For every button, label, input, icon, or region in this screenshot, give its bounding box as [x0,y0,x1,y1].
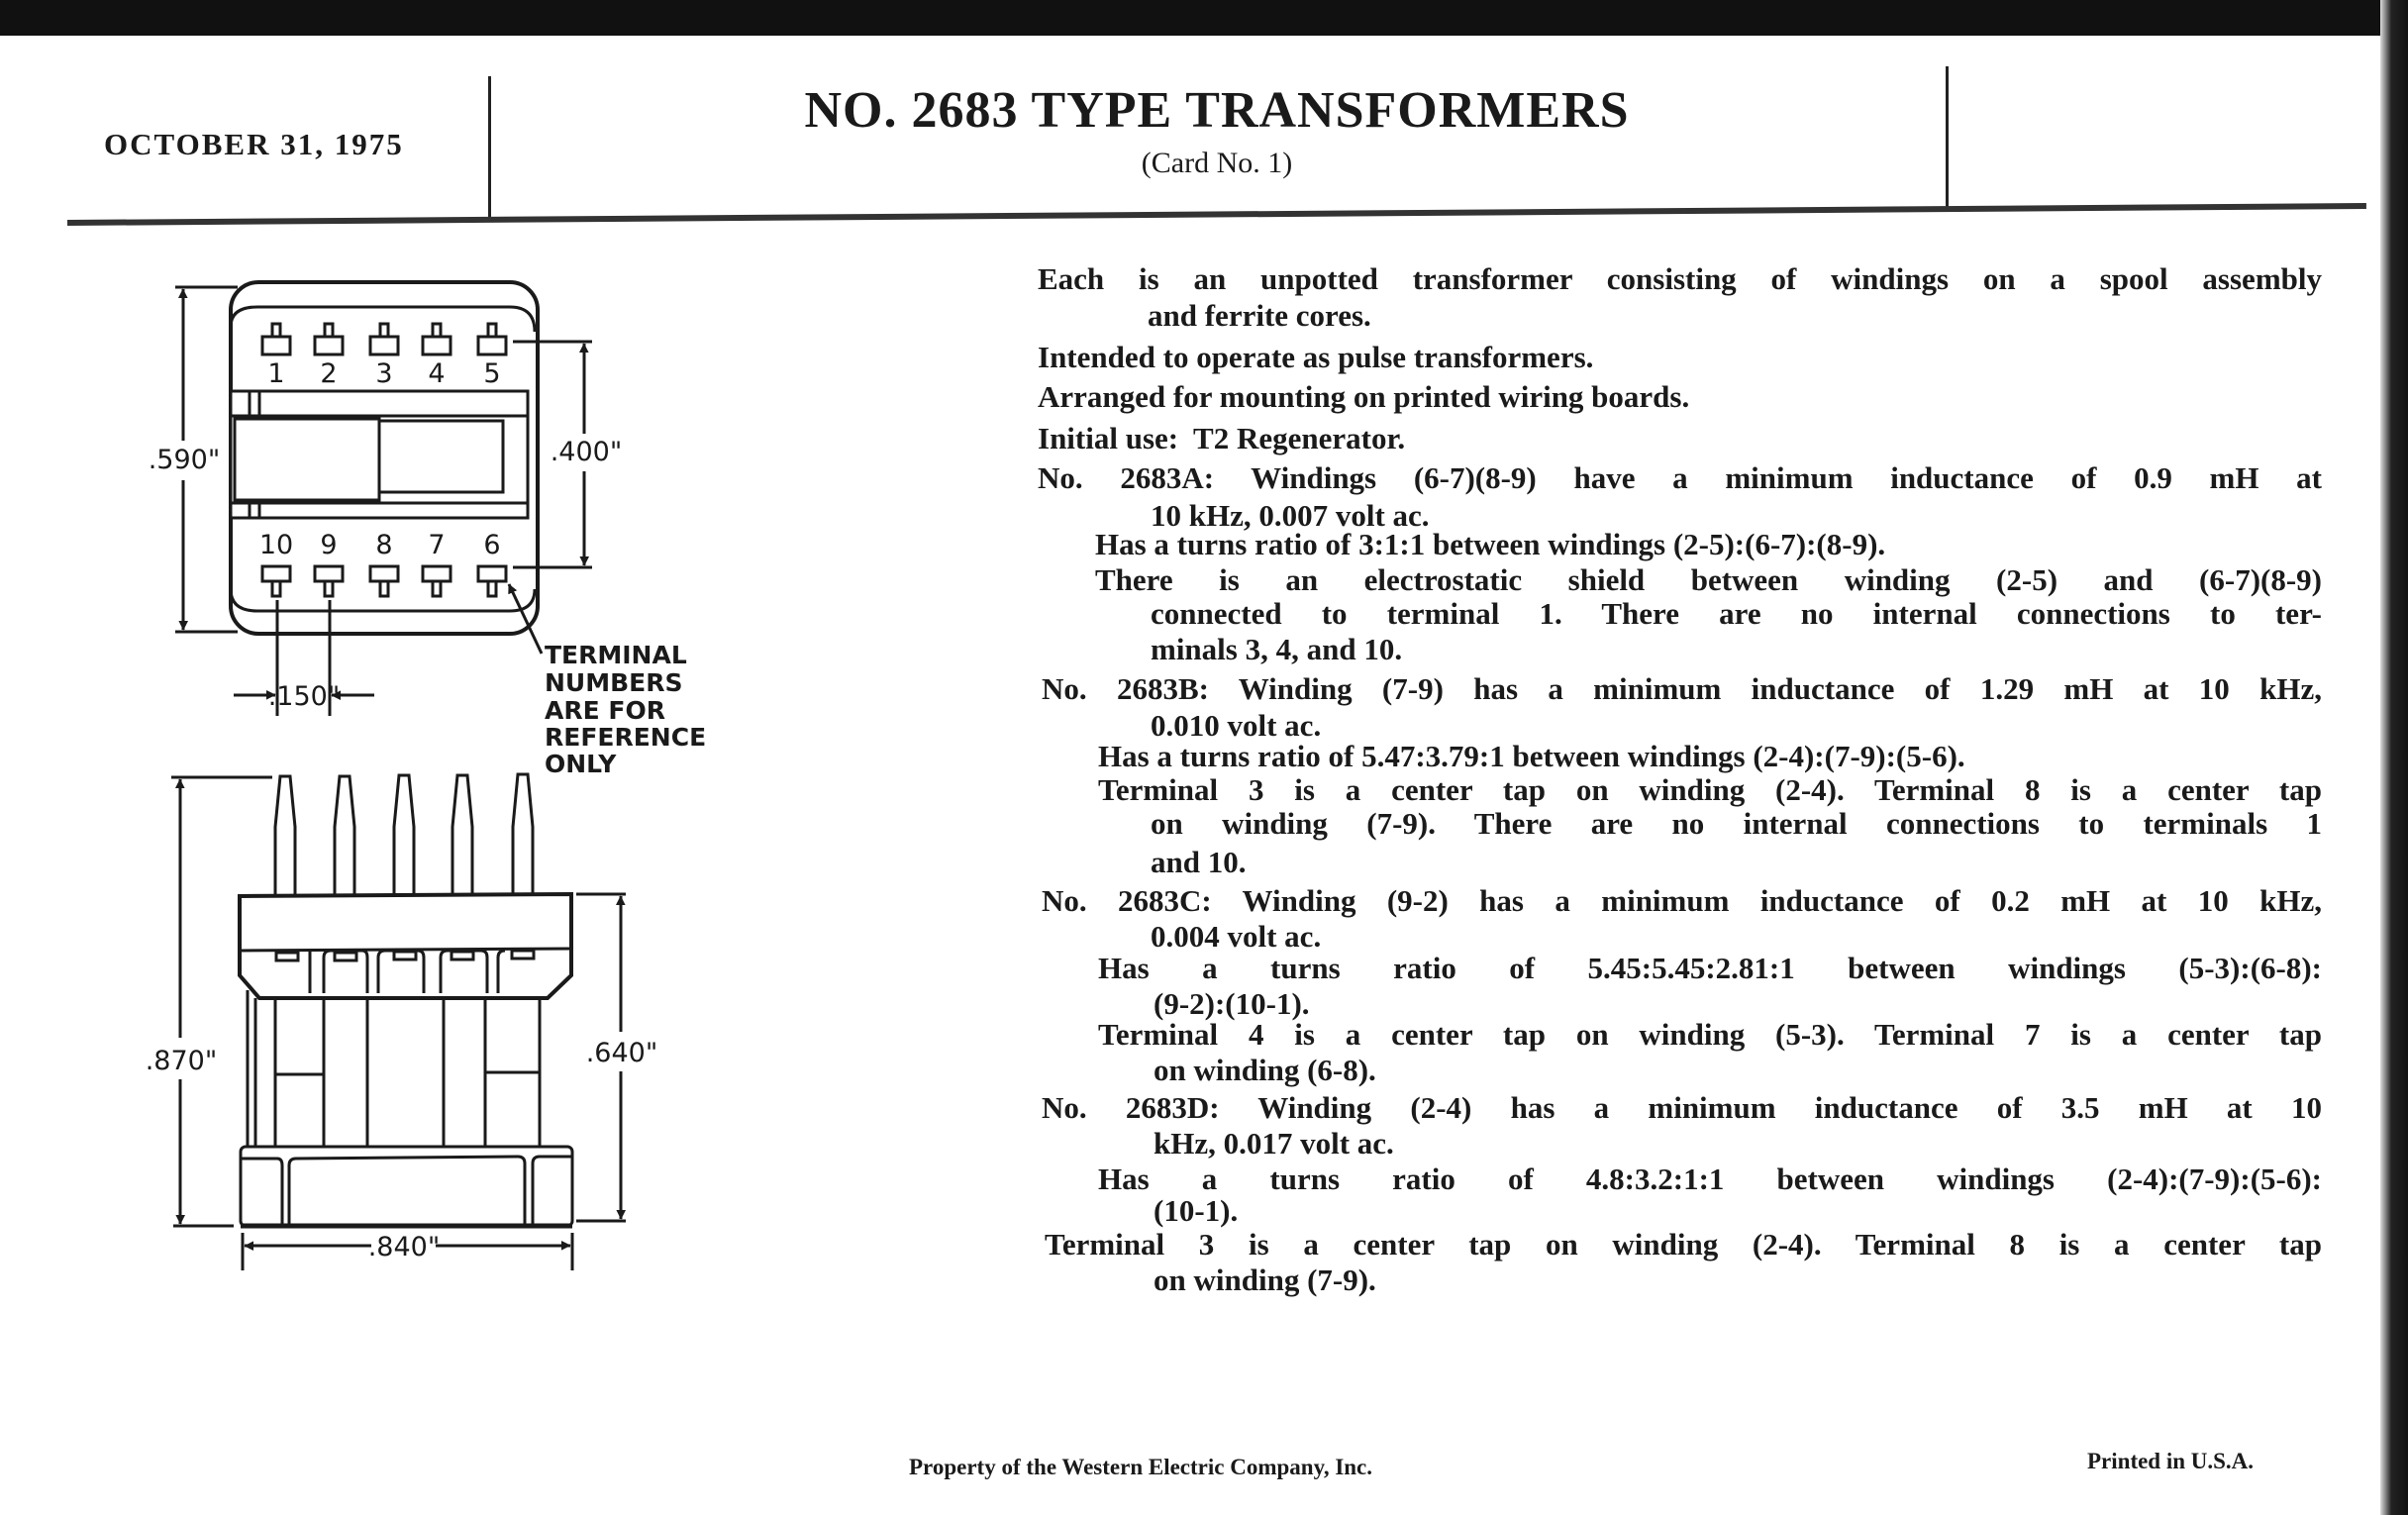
spec-line: Has a turns ratio of 5.47:3.79:1 between… [1098,739,1965,773]
spec-line: 0.010 volt ac. [1151,708,1322,743]
spec-line: (9-2):(10-1). [1154,986,1310,1021]
note-line: REFERENCE [545,723,706,752]
pin-label: 8 [375,530,392,560]
pin-label: 10 [259,530,293,560]
top-pin-row [260,322,508,356]
spec-line: (10-1). [1154,1193,1239,1228]
dimension-640: .640" [586,1038,658,1068]
spec-line: on winding (7-9). [1154,1262,1376,1297]
spec-line: Terminal 4 is a center tap on winding (5… [1098,1017,2322,1052]
header-divider-left [488,76,491,218]
pin-label: 6 [483,530,500,560]
page-title: NO. 2683 TYPE TRANSFORMERS [804,82,1630,139]
spec-line-2683c: No. 2683C: Winding (9-2) has a minimum i… [1042,883,2322,918]
dimension-400: .400" [551,437,623,467]
scan-right-border [2380,0,2408,1515]
pin-label: 5 [483,358,500,389]
pin-leads [273,772,535,896]
spec-line: kHz, 0.017 volt ac. [1154,1126,1394,1161]
core-legs [246,990,542,1147]
bottom-pin-row [260,564,508,598]
dimension-840: .840" [368,1232,441,1262]
spec-line: Initial use: T2 Regenerator. [1038,421,1406,455]
spec-line: minals 3, 4, and 10. [1151,632,1403,666]
dimension-590: .590" [149,445,221,475]
spec-line-2683a: No. 2683A: Windings (6-7)(8-9) have a mi… [1038,460,2322,495]
footer-printed: Printed in U.S.A. [2087,1449,2255,1473]
card-number: (Card No. 1) [1141,147,1293,179]
pin-label: 1 [267,358,284,389]
header-divider-right [1946,66,1949,211]
note-line: TERMINAL [545,641,687,669]
spec-line: and ferrite cores. [1148,298,1371,333]
spec-line: Has a turns ratio of 3:1:1 between windi… [1095,527,1886,561]
spec-line: on winding (7-9). There are no internal … [1151,806,2322,841]
dimension-150: .150" [268,681,341,712]
note-line: NUMBERS [545,668,683,697]
pin-label: 4 [428,358,445,389]
top-view: 1 2 3 4 5 10 9 8 7 6 .590" .400" .150" T… [149,280,706,778]
side-view: .870" .640" .840" [146,772,658,1270]
terminal-note: TERMINAL NUMBERS ARE FOR REFERENCE ONLY [545,641,706,778]
spec-line: Each is an unpotted transformer consisti… [1038,261,2322,296]
pin-label: 9 [320,530,337,560]
dimension-870: .870" [146,1046,218,1076]
spec-line: 0.004 volt ac. [1151,919,1322,954]
scan-top-border [0,0,2408,36]
spec-line: and 10. [1151,845,1247,879]
spec-line: Terminal 3 is a center tap on winding (2… [1098,772,2322,807]
spec-line: on winding (6-8). [1154,1053,1376,1087]
footer-property: Property of the Western Electric Company… [909,1455,1373,1479]
spec-line: connected to terminal 1. There are no in… [1151,596,2322,631]
spec-line: Arranged for mounting on printed wiring … [1038,379,1690,414]
spec-line: 10 kHz, 0.007 volt ac. [1151,498,1430,533]
spec-line: Intended to operate as pulse transformer… [1038,340,1594,374]
pin-label: 3 [375,358,392,389]
pin-label: 2 [320,358,337,389]
note-line: ARE FOR [545,696,665,725]
spec-line: There is an electrostatic shield between… [1095,562,2322,597]
spec-line: Terminal 3 is a center tap on winding (2… [1045,1227,2322,1262]
spec-line-2683b: No. 2683B: Winding (7-9) has a minimum i… [1042,671,2322,706]
spec-line: Has a turns ratio of 4.8:3.2:1:1 between… [1098,1162,2322,1196]
spec-line-2683d: No. 2683D: Winding (2-4) has a minimum i… [1042,1090,2322,1125]
pin-label: 7 [428,530,445,560]
note-line: ONLY [545,750,617,778]
card-date: OCTOBER 31, 1975 [104,127,404,161]
spec-line: Has a turns ratio of 5.45:5.45:2.81:1 be… [1098,951,2322,985]
